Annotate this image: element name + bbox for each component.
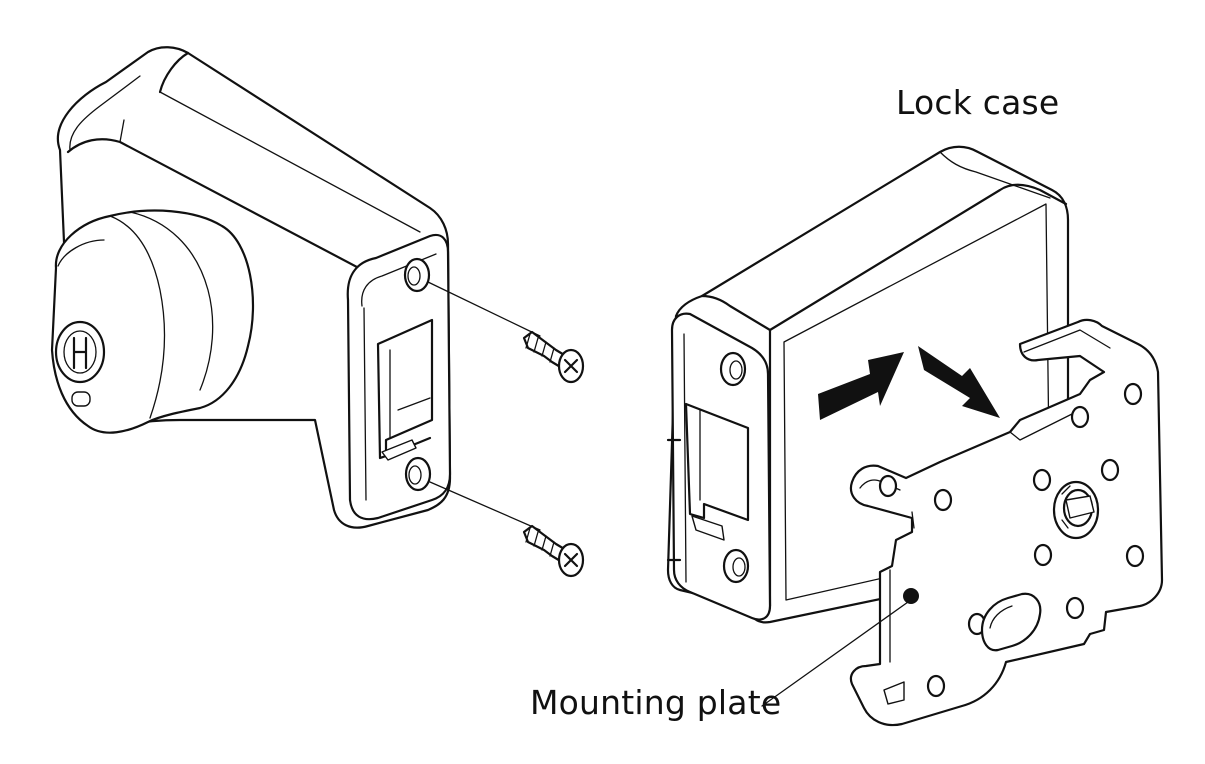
key-cylinder-icon [54, 320, 106, 407]
assembled-lock [50, 46, 452, 529]
lock-case-latch-opening [684, 402, 750, 522]
lock-case-label: Lock case [896, 83, 1060, 122]
phillips-screw-icon [557, 542, 585, 578]
mounting-plate-slot [980, 592, 1042, 652]
screw-upper [522, 330, 585, 384]
screw-lower [522, 524, 585, 578]
mounting-plate-spindle [1052, 480, 1100, 540]
direction-arrow-icon [818, 346, 1000, 420]
mounting-plate [849, 318, 1164, 727]
phillips-screw-icon [557, 348, 585, 384]
guide-line-lower [429, 481, 541, 531]
assembled-lock-latch-opening [376, 318, 434, 460]
guide-line-upper [427, 281, 541, 337]
assembled-lock-knob [50, 209, 255, 434]
mounting-plate-leader-line [761, 601, 909, 707]
mounting-plate-holes [878, 382, 1145, 698]
mounting-plate-marker-dot [903, 588, 919, 604]
mounting-plate-label: Mounting plate [530, 683, 782, 722]
